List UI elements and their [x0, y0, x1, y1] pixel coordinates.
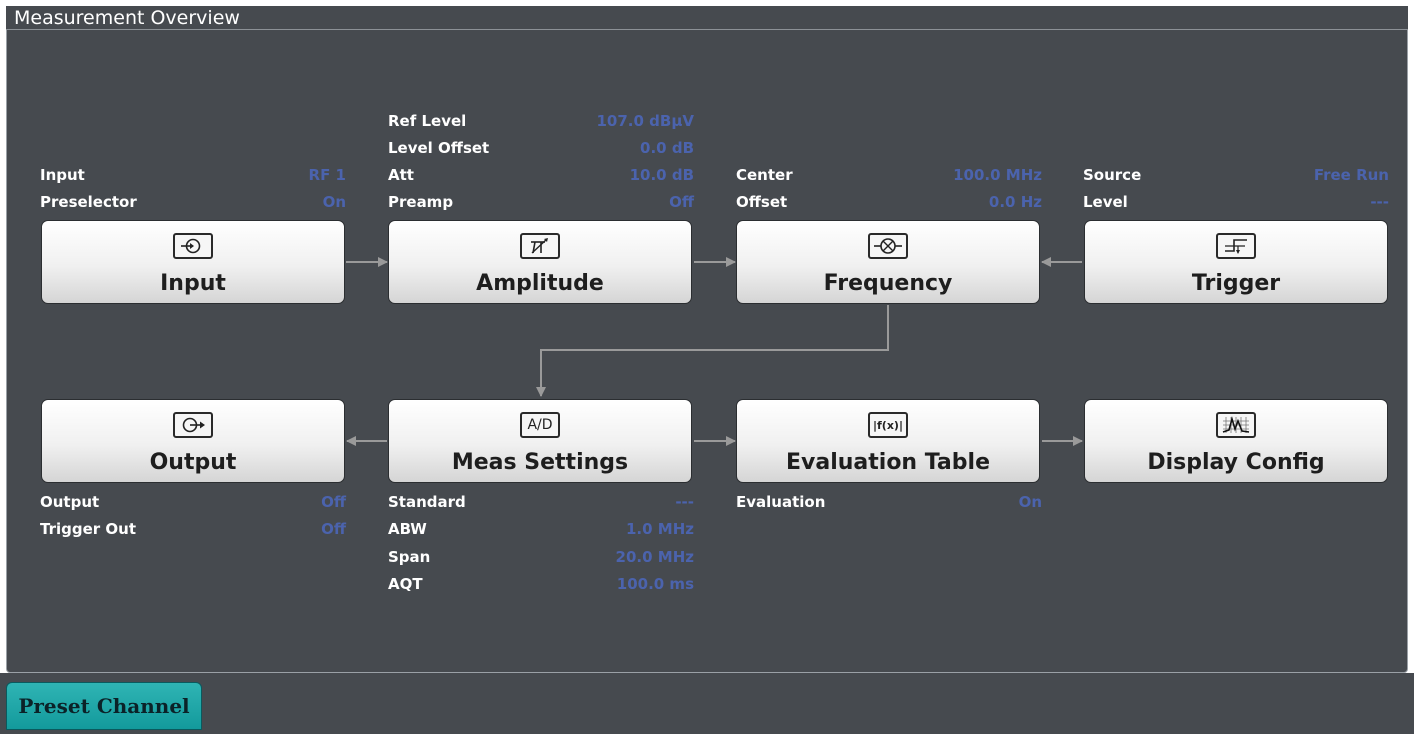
- info-key: Standard: [388, 493, 466, 511]
- amplitude-button[interactable]: Amplitude: [388, 220, 692, 304]
- info-value: Off: [321, 493, 346, 511]
- info-value: 100.0 MHz: [953, 166, 1042, 184]
- frequency-button[interactable]: Frequency: [736, 220, 1040, 304]
- display-config-icon: [1216, 412, 1256, 438]
- info-row: Level ---: [1083, 192, 1389, 212]
- info-value: 0.0 Hz: [988, 193, 1042, 211]
- block-label: Meas Settings: [451, 450, 629, 475]
- info-row: Input RF 1: [40, 165, 346, 185]
- block-label: Amplitude: [476, 271, 604, 296]
- info-key: Evaluation: [736, 493, 826, 511]
- evaluation-table-button[interactable]: |f(x)| Evaluation Table: [736, 399, 1040, 483]
- block-label: Input: [160, 271, 226, 296]
- info-key: Preselector: [40, 193, 137, 211]
- info-value: ---: [1370, 193, 1389, 211]
- info-key: Att: [388, 166, 414, 184]
- info-row: Output Off: [40, 492, 346, 512]
- info-key: Trigger Out: [40, 520, 136, 538]
- display-config-button[interactable]: Display Config: [1084, 399, 1388, 483]
- block-label: Output: [149, 450, 237, 475]
- info-value: On: [322, 193, 346, 211]
- block-label: Evaluation Table: [786, 450, 990, 475]
- info-row: Evaluation On: [736, 492, 1042, 512]
- info-value: 1.0 MHz: [625, 520, 694, 538]
- trigger-button[interactable]: Trigger: [1084, 220, 1388, 304]
- a-d-converter-icon: A/D: [520, 412, 560, 438]
- info-row: Span 20.0 MHz: [388, 547, 694, 567]
- amplitude-icon: [520, 233, 560, 259]
- info-key: Level: [1083, 193, 1128, 211]
- info-row: Trigger Out Off: [40, 519, 346, 539]
- title-bar: Measurement Overview: [6, 6, 1408, 30]
- block-label: Frequency: [823, 271, 953, 296]
- info-row: Preselector On: [40, 192, 346, 212]
- info-value: 20.0 MHz: [615, 548, 694, 566]
- softkey-bar: [0, 673, 1414, 734]
- window-title: Measurement Overview: [14, 7, 240, 29]
- info-row: Preamp Off: [388, 192, 694, 212]
- info-key: AQT: [388, 575, 423, 593]
- info-row: Offset 0.0 Hz: [736, 192, 1042, 212]
- info-row: Source Free Run: [1083, 165, 1389, 185]
- info-value: On: [1018, 493, 1042, 511]
- frequency-mixer-icon: [868, 233, 908, 259]
- block-label: Display Config: [1147, 450, 1325, 475]
- info-value: 100.0 ms: [616, 575, 694, 593]
- info-key: Center: [736, 166, 793, 184]
- info-row: Level Offset 0.0 dB: [388, 138, 694, 158]
- function-icon: |f(x)|: [868, 412, 908, 438]
- info-value: Free Run: [1313, 166, 1389, 184]
- info-row: Center 100.0 MHz: [736, 165, 1042, 185]
- input-button[interactable]: Input: [41, 220, 345, 304]
- info-value: ---: [675, 493, 694, 511]
- info-value: 10.0 dB: [629, 166, 694, 184]
- info-value: 0.0 dB: [640, 139, 694, 157]
- info-value: RF 1: [308, 166, 346, 184]
- info-row: AQT 100.0 ms: [388, 574, 694, 594]
- info-key: Ref Level: [388, 112, 467, 130]
- info-key: Source: [1083, 166, 1142, 184]
- info-key: Level Offset: [388, 139, 490, 157]
- info-key: Input: [40, 166, 85, 184]
- trigger-edge-icon: [1216, 233, 1256, 259]
- info-key: ABW: [388, 520, 427, 538]
- input-arrow-icon: [173, 233, 213, 259]
- info-row: Ref Level 107.0 dBµV: [388, 111, 694, 131]
- info-key: Offset: [736, 193, 788, 211]
- info-value: Off: [669, 193, 694, 211]
- info-key: Preamp: [388, 193, 454, 211]
- preset-channel-button[interactable]: Preset Channel: [6, 682, 202, 730]
- info-key: Output: [40, 493, 100, 511]
- info-value: Off: [321, 520, 346, 538]
- info-row: Att 10.0 dB: [388, 165, 694, 185]
- info-value: 107.0 dBµV: [596, 112, 695, 130]
- info-row: Standard ---: [388, 492, 694, 512]
- output-button[interactable]: Output: [41, 399, 345, 483]
- info-key: Span: [388, 548, 431, 566]
- measurement-overview-panel: [6, 6, 1408, 673]
- meas-settings-button[interactable]: A/D Meas Settings: [388, 399, 692, 483]
- block-label: Trigger: [1191, 271, 1281, 296]
- output-arrow-icon: [173, 412, 213, 438]
- info-row: ABW 1.0 MHz: [388, 519, 694, 539]
